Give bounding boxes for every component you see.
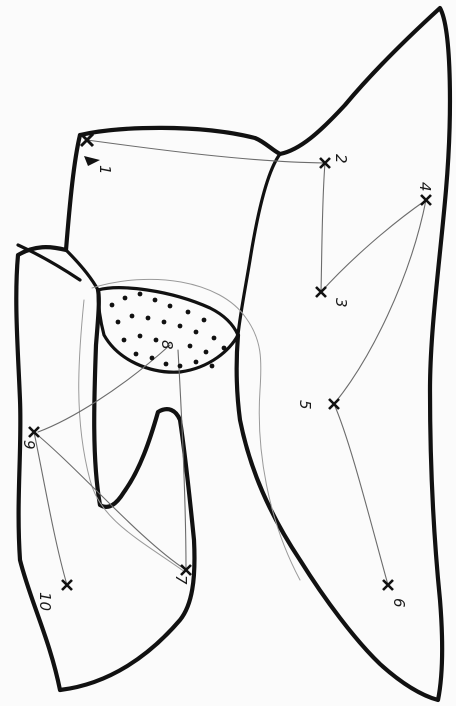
- pulp-stippling: [110, 292, 227, 369]
- measure-line-9-10: [34, 432, 67, 585]
- point-marker-4: [421, 195, 431, 205]
- point-label-4: 4: [416, 182, 434, 192]
- point-label-8: 8: [158, 340, 176, 350]
- measure-line-9-7b: [34, 432, 186, 570]
- point-label-3: 3: [332, 298, 350, 308]
- point-marker-6: [383, 580, 393, 590]
- crest-line-left: [18, 245, 80, 280]
- point-marker-1: [81, 134, 100, 166]
- measure-line-3-4: [321, 200, 426, 292]
- point-label-6: 6: [390, 598, 408, 608]
- point-label-2: 2: [332, 154, 350, 164]
- point-label-7: 7: [172, 575, 190, 585]
- point-label-9: 9: [20, 440, 38, 450]
- point-label-1: 1: [96, 165, 114, 175]
- pulp-chamber-outline: [98, 288, 238, 372]
- point-label-10: 10: [36, 592, 54, 611]
- point-marker-5: [329, 399, 339, 409]
- point-label-5: 5: [296, 400, 314, 410]
- root-canal-divider: [238, 154, 280, 335]
- measure-line-2-3: [321, 163, 325, 292]
- crest-line-top: [66, 250, 98, 290]
- measure-line-5-6: [334, 404, 388, 585]
- point-marker-10: [62, 580, 72, 590]
- guide-line-outer: [92, 279, 300, 580]
